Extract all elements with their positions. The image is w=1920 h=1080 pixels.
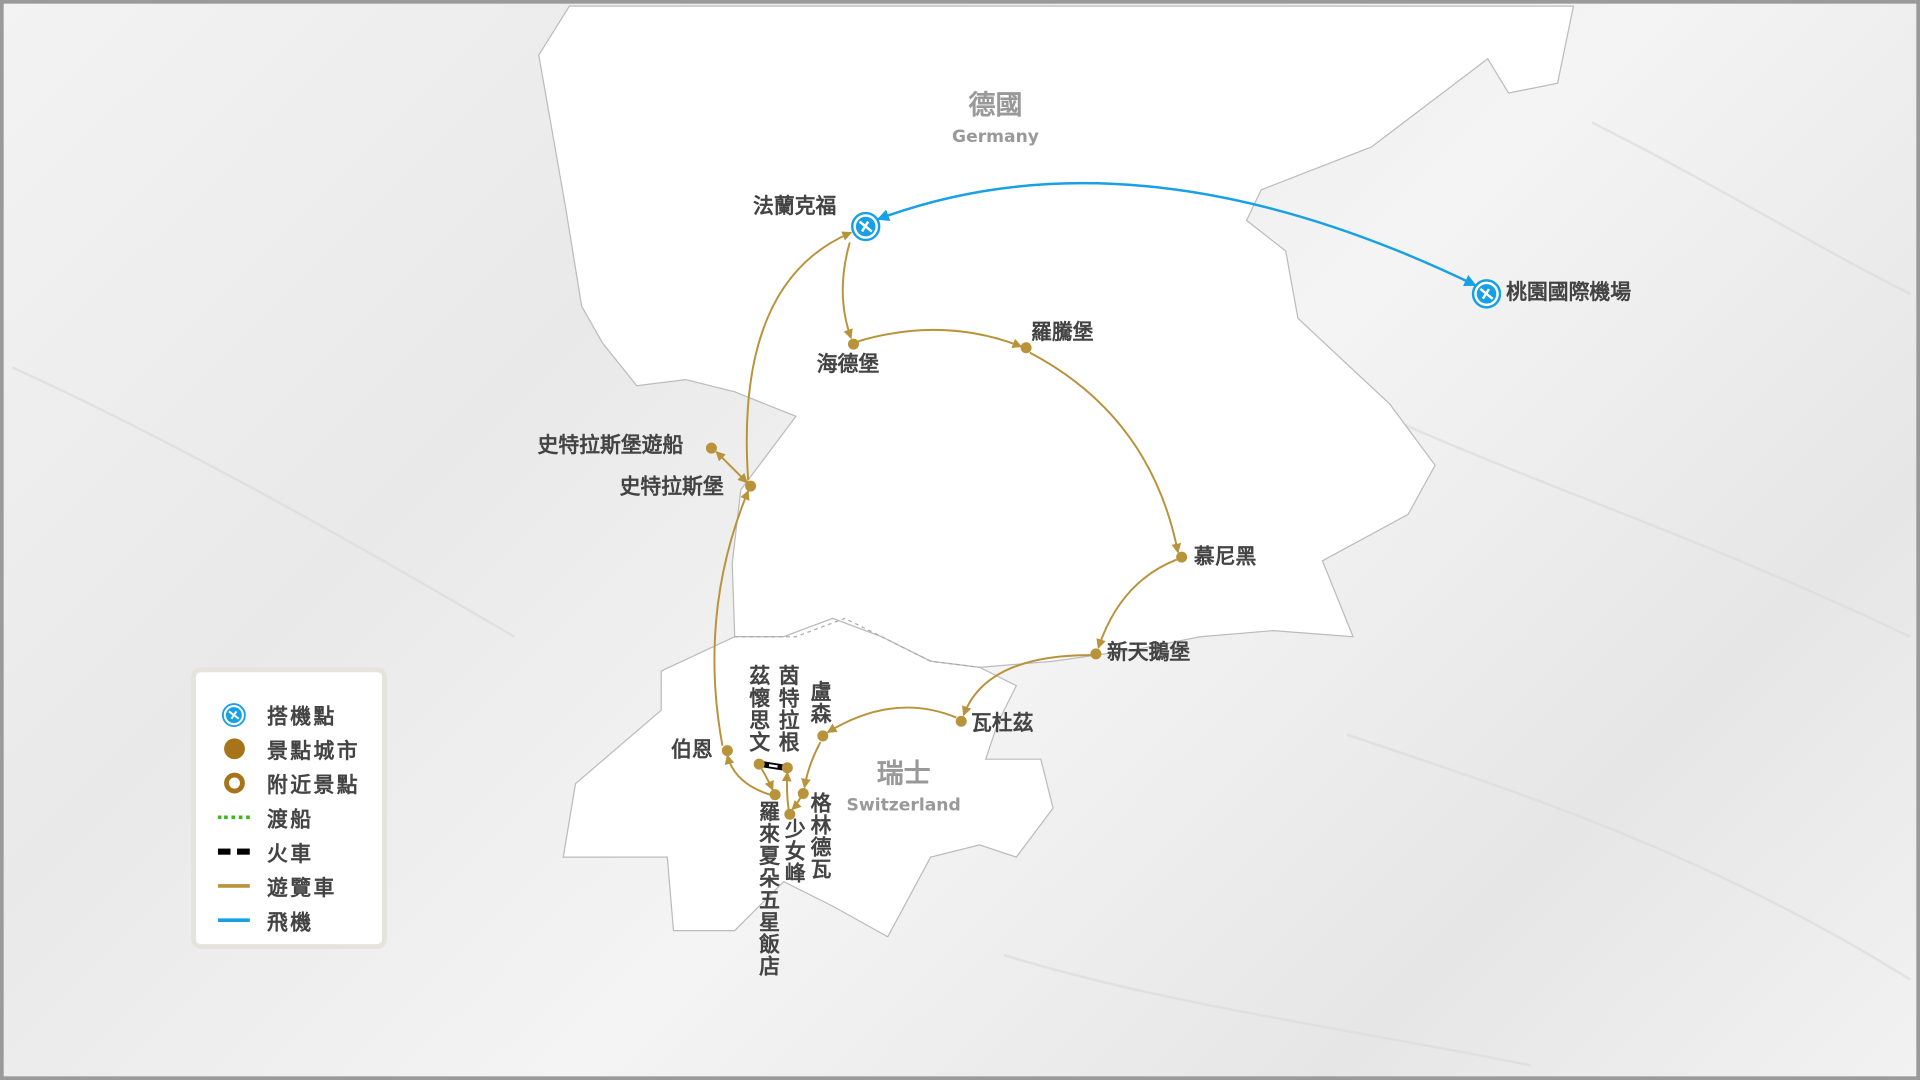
dot-lucerne <box>817 730 829 742</box>
flight-route <box>876 181 1477 287</box>
route-heidelberg-rothenburg <box>856 328 1023 348</box>
route-zweisimmen-rougemont <box>760 768 774 791</box>
country-name-zh: 德國 <box>968 90 1023 122</box>
border-dashed <box>734 617 980 668</box>
label-lucerne: 盧森 <box>805 680 831 725</box>
label-rougemont: 羅來夏朵五星飯店 <box>754 800 779 978</box>
route-frankfurt-heidelberg <box>841 242 853 340</box>
legend-item-nearby: 附近景點 <box>216 768 361 799</box>
legend-label: 渡船 <box>266 808 314 833</box>
label-zweisimmen: 茲懷思文 <box>744 664 769 754</box>
dot-zweisimmen <box>753 758 765 770</box>
legend-label: 景點城市 <box>266 739 361 765</box>
label-interlaken: 茵特拉根 <box>773 664 799 754</box>
label-frankfurt: 法蘭克福 <box>753 194 837 220</box>
airport-icon <box>1471 279 1502 309</box>
route-bern-strasbourg <box>713 489 750 746</box>
map-legend: 搭機點 景點城市 附近景點 渡船 火車 遊覽車 飛機 <box>191 667 387 949</box>
airport-icon <box>851 211 881 242</box>
dot-heidelberg <box>847 338 859 350</box>
label-rothenburg: 羅騰堡 <box>1031 320 1094 346</box>
dot-strasbourg <box>745 480 757 492</box>
legend-label: 火車 <box>266 842 314 867</box>
country-name-en: Switzerland <box>846 795 961 816</box>
label-strasbourg: 史特拉斯堡 <box>619 475 724 500</box>
label-taoyuan: 桃園國際機場 <box>1506 280 1632 305</box>
dot-munich <box>1176 551 1188 563</box>
country-name-en: Germany <box>952 127 1039 147</box>
legend-label: 遊覽車 <box>266 876 337 902</box>
coach-routes <box>713 231 1182 811</box>
route-jungfrau-interlaken <box>781 771 792 810</box>
dot-vaduz <box>955 715 967 727</box>
dot-rothenburg <box>1020 342 1032 354</box>
ferry-line-icon <box>216 805 253 829</box>
legend-item-ferry: 渡船 <box>216 802 314 833</box>
label-neuschwanstein: 新天鵝堡 <box>1106 640 1191 665</box>
airport-icon <box>216 702 253 727</box>
label-munich: 慕尼黑 <box>1193 544 1257 570</box>
label-bern: 伯恩 <box>671 738 713 763</box>
train-line-icon <box>216 839 253 863</box>
dot-interlaken <box>781 762 793 774</box>
label-heidelberg: 海德堡 <box>816 352 880 378</box>
legend-label: 附近景點 <box>266 773 361 799</box>
label-vaduz: 瓦杜茲 <box>971 711 1034 736</box>
label-jungfrau: 少女峰 <box>780 817 805 885</box>
dot-jungfrau <box>784 808 796 820</box>
dot-rougemont <box>769 789 781 801</box>
route-neuschwanstein-vaduz <box>962 654 1092 717</box>
dot-strasbourg-cruise <box>705 442 717 454</box>
route-lucerne-grindelwald <box>801 741 822 789</box>
legend-item-city: 景點城市 <box>216 733 360 764</box>
route-rougemont-bern <box>724 754 771 796</box>
train-route <box>761 761 786 771</box>
legend-label: 搭機點 <box>266 705 337 730</box>
label-grindelwald: 格林德瓦 <box>805 792 831 881</box>
route-rothenburg-munich <box>1029 351 1182 554</box>
dot-grindelwald <box>797 787 809 799</box>
coach-line-icon <box>216 874 253 898</box>
route-vaduz-lucerne <box>826 706 957 734</box>
dot-neuschwanstein <box>1090 648 1102 660</box>
label-strasbourg-cruise: 史特拉斯堡遊船 <box>537 433 684 458</box>
city-dot-icon <box>216 737 253 761</box>
legend-label: 飛機 <box>266 911 314 936</box>
country-name-zh: 瑞士 <box>876 759 931 790</box>
marble-texture <box>11 121 1911 1067</box>
legend-item-train: 火車 <box>216 836 314 867</box>
flight-line-icon <box>216 908 253 932</box>
nearby-attraction-icon <box>216 771 253 795</box>
legend-item-flight: 飛機 <box>216 905 314 936</box>
city-dots <box>705 338 1188 820</box>
country-switzerland: 瑞士 Switzerland <box>842 752 964 816</box>
route-strasbourg-frankfurt <box>745 231 853 481</box>
legend-item-airport: 搭機點 <box>216 699 337 730</box>
route-grindelwald-jungfrau <box>791 796 802 811</box>
legend-item-coach: 遊覽車 <box>216 871 337 902</box>
route-munich-neuschwanstein <box>1096 558 1178 649</box>
route-strasbourg-cruise <box>715 450 748 484</box>
dot-bern <box>721 745 733 757</box>
country-germany: 德國 Germany <box>934 83 1056 147</box>
